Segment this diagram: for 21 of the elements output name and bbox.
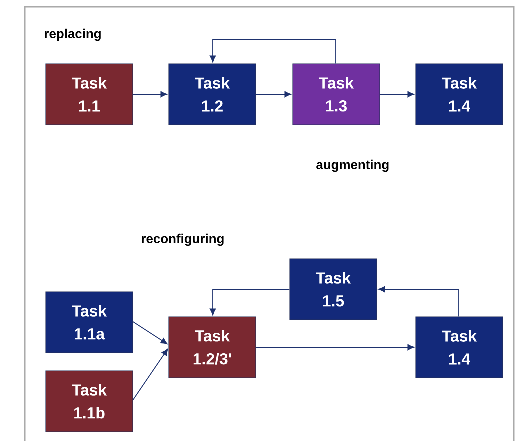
task-box: Task 1.1a: [46, 292, 134, 354]
arrow: [256, 344, 415, 351]
task-box: Task 1.5: [290, 258, 378, 320]
task-box: Task 1.4: [416, 316, 504, 378]
arrow: [380, 91, 415, 98]
task-box: Task 1.1: [46, 64, 134, 126]
section-label: replacing: [45, 28, 101, 42]
arrow: [210, 40, 336, 64]
arrow: [132, 348, 168, 400]
arrow: [210, 289, 290, 316]
task-box: Task 1.4: [416, 64, 504, 126]
task-box: Task 1.2/3': [168, 316, 256, 378]
task-box: Task 1.3: [292, 64, 380, 126]
arrow: [256, 91, 292, 98]
section-label: reconfiguring: [142, 234, 224, 246]
arrow: [378, 286, 460, 318]
arrow: [132, 91, 168, 98]
section-label: augmenting: [316, 160, 389, 172]
task-box: Task 1.2: [168, 64, 256, 126]
arrow: [132, 322, 168, 345]
task-box: Task 1.1b: [46, 370, 134, 432]
